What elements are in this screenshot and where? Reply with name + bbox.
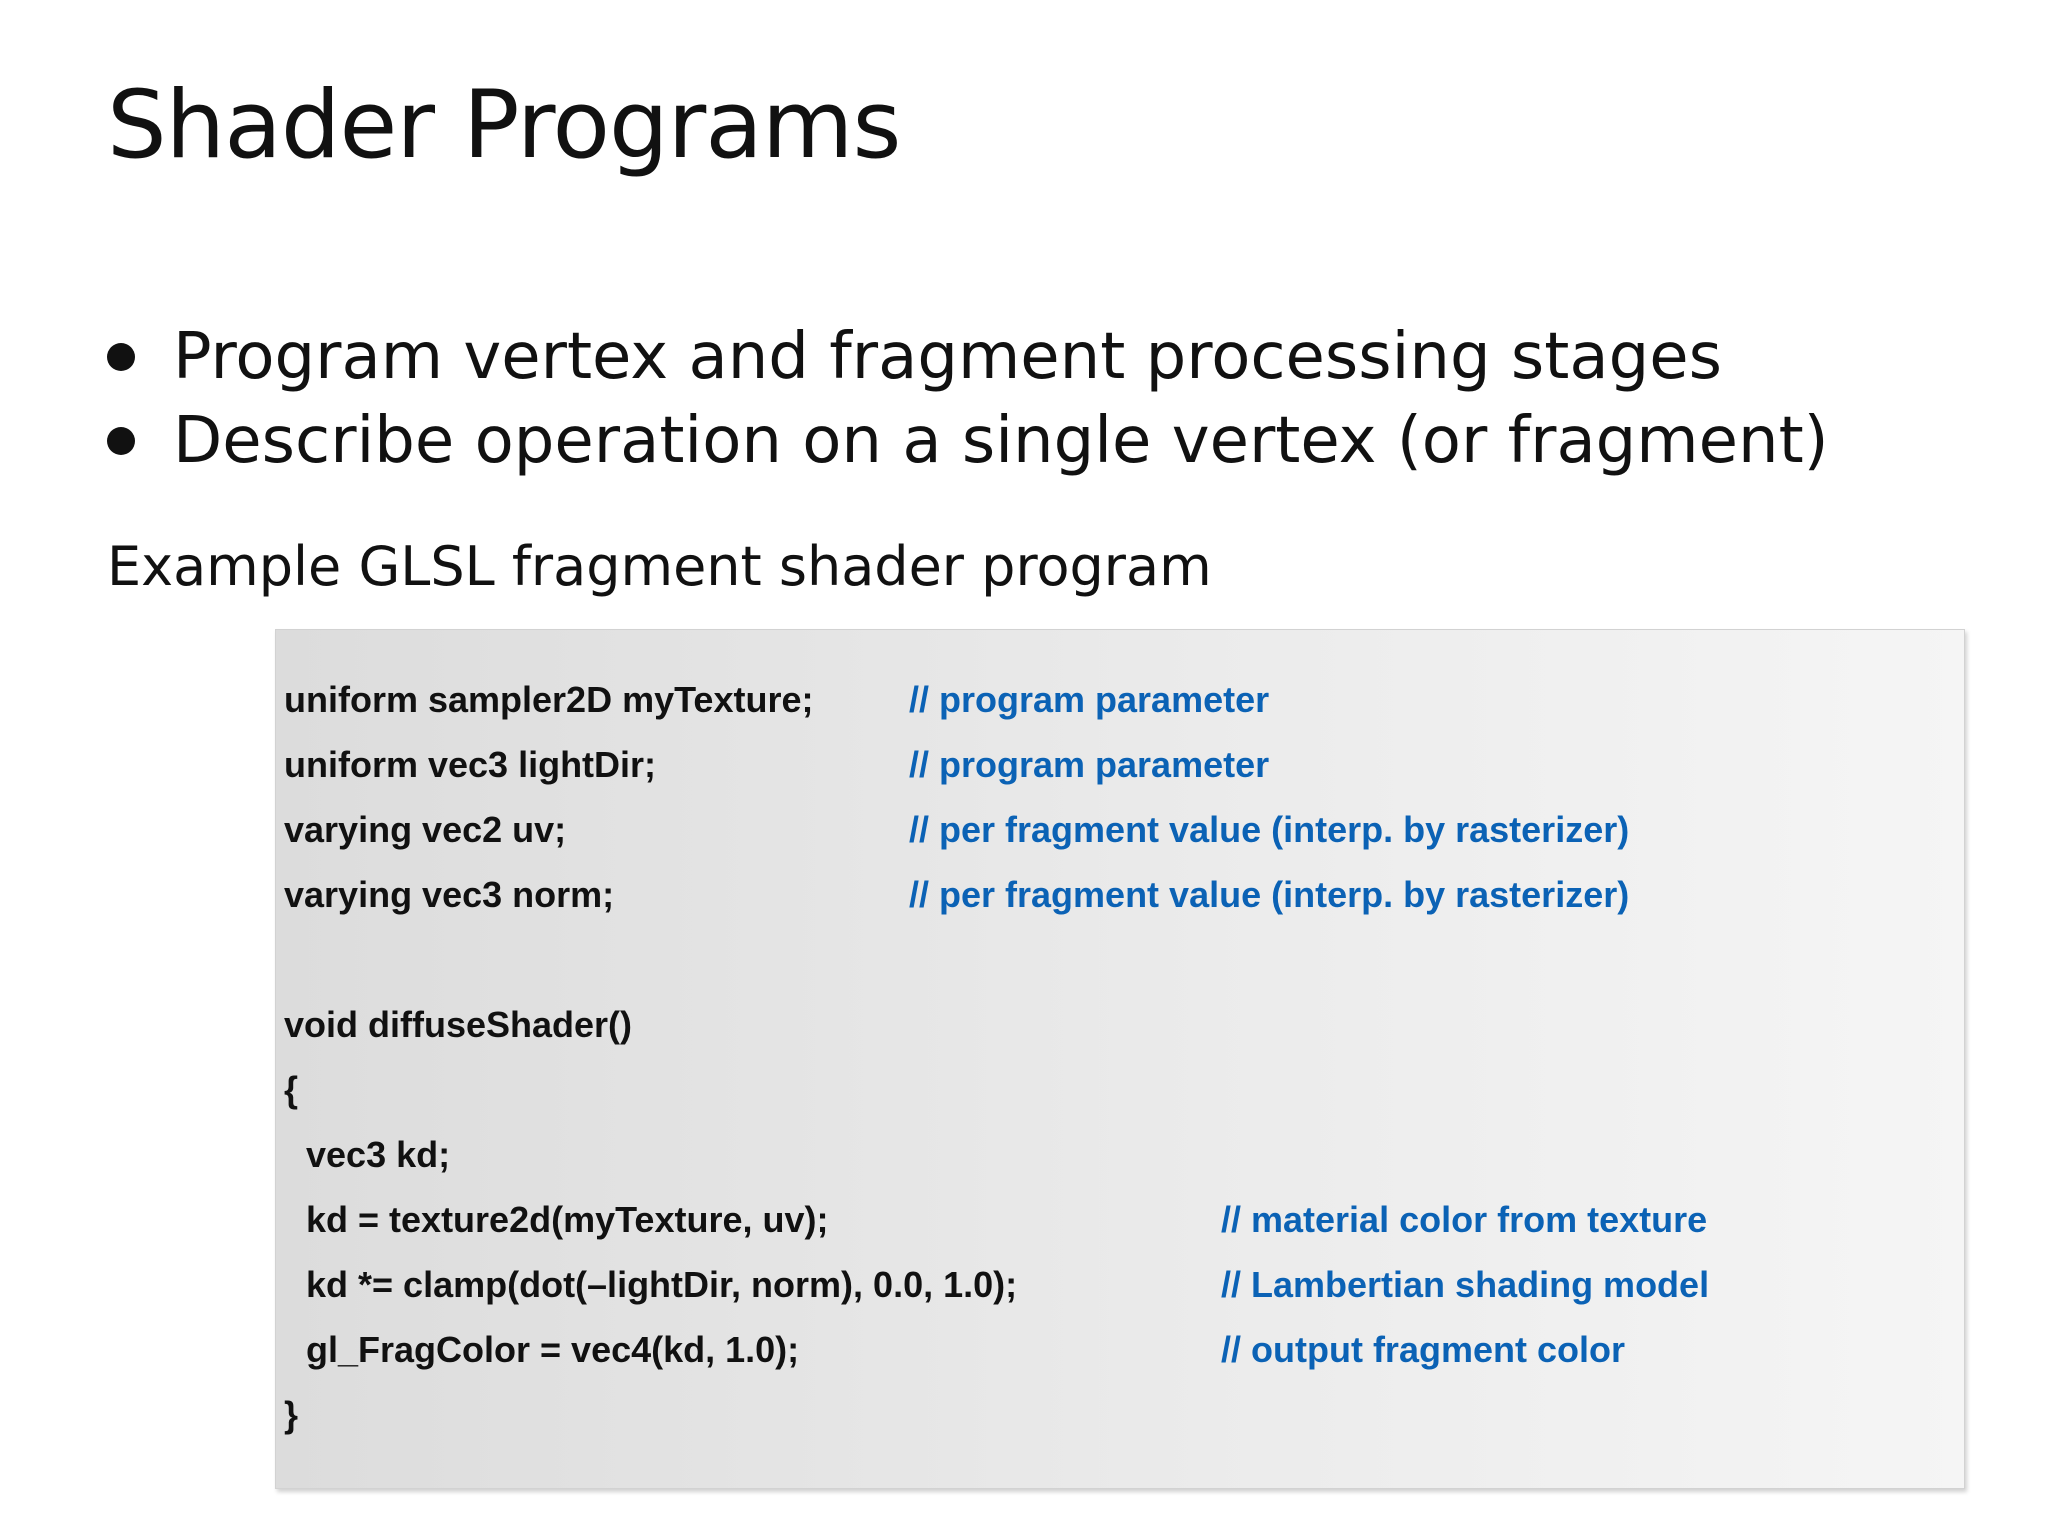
- code-text: varying vec2 uv;: [284, 809, 567, 850]
- code-comment: // program parameter: [909, 744, 1270, 785]
- slide-title: Shader Programs: [107, 71, 901, 180]
- code-comment: // per fragment value (interp. by raster…: [909, 809, 1630, 850]
- code-line: uniform vec3 lightDir; // program parame…: [284, 733, 1964, 797]
- bullet-text: Describe operation on a single vertex (o…: [173, 404, 1829, 478]
- code-text: {: [284, 1069, 299, 1110]
- code-line: uniform sampler2D myTexture; // program …: [284, 668, 1964, 732]
- code-text: varying vec3 norm;: [284, 874, 615, 915]
- code-line: }: [284, 1383, 1964, 1447]
- code-text: kd *= clamp(dot(–lightDir, norm), 0.0, 1…: [306, 1264, 1018, 1305]
- code-line: {: [284, 1058, 1964, 1122]
- bullet-list: Program vertex and fragment processing s…: [107, 315, 1967, 483]
- code-text: vec3 kd;: [306, 1134, 451, 1175]
- bullet-dot-icon: [107, 343, 135, 371]
- code-caption: Example GLSL fragment shader program: [107, 535, 1212, 598]
- code-text: gl_FragColor = vec4(kd, 1.0);: [306, 1329, 800, 1370]
- code-comment: // Lambertian shading model: [1221, 1264, 1710, 1305]
- code-line: void diffuseShader(): [284, 993, 1964, 1057]
- code-line: kd *= clamp(dot(–lightDir, norm), 0.0, 1…: [284, 1253, 1964, 1317]
- code-text: uniform vec3 lightDir;: [284, 744, 657, 785]
- code-line: vec3 kd;: [284, 1123, 1964, 1187]
- bullet-item: Describe operation on a single vertex (o…: [107, 399, 1967, 483]
- code-text: kd = texture2d(myTexture, uv);: [306, 1199, 829, 1240]
- code-text: }: [284, 1394, 299, 1435]
- code-line: kd = texture2d(myTexture, uv); // materi…: [284, 1188, 1964, 1252]
- code-text: uniform sampler2D myTexture;: [284, 679, 814, 720]
- code-block: uniform sampler2D myTexture; // program …: [275, 629, 1965, 1489]
- code-comment: // output fragment color: [1221, 1329, 1625, 1370]
- code-comment: // program parameter: [909, 679, 1270, 720]
- code-comment: // per fragment value (interp. by raster…: [909, 874, 1630, 915]
- bullet-item: Program vertex and fragment processing s…: [107, 315, 1967, 399]
- code-line: varying vec3 norm; // per fragment value…: [284, 863, 1964, 927]
- code-line: gl_FragColor = vec4(kd, 1.0); // output …: [284, 1318, 1964, 1382]
- bullet-text: Program vertex and fragment processing s…: [173, 320, 1722, 394]
- bullet-dot-icon: [107, 427, 135, 455]
- code-line: varying vec2 uv; // per fragment value (…: [284, 798, 1964, 862]
- code-text: void diffuseShader(): [284, 1004, 633, 1045]
- code-comment: // material color from texture: [1221, 1199, 1708, 1240]
